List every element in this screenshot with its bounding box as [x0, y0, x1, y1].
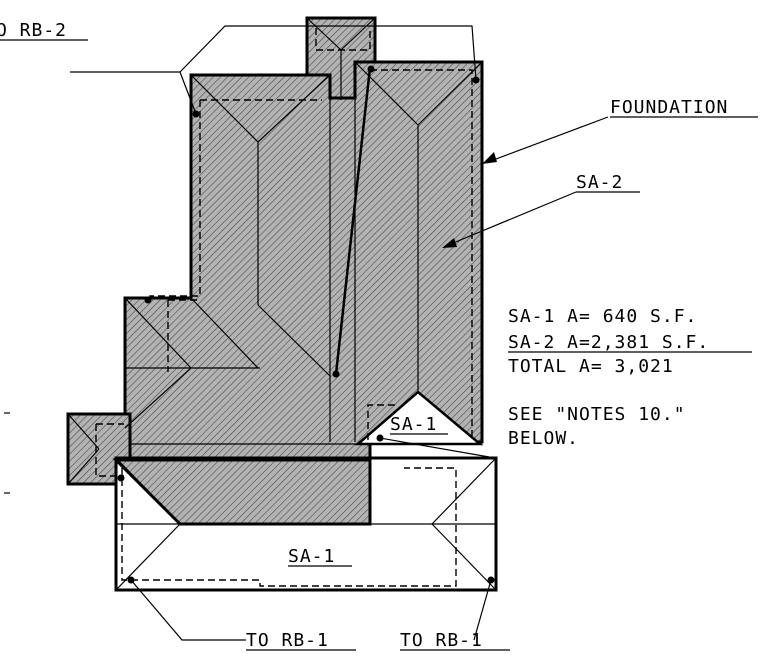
- area-line-total: TOTAL A= 3,021: [508, 356, 674, 377]
- sa2-label: SA-2: [576, 172, 623, 193]
- downspout-leader-line: [334, 67, 372, 375]
- foundation-arrowhead: [482, 152, 497, 164]
- area-line-sa1: SA-1 A= 640 S.F.: [508, 306, 697, 327]
- roof-ridge-lines: [67, 17, 497, 591]
- drain-outlet: [332, 370, 340, 378]
- to-rb2-label: O RB-2: [0, 20, 67, 41]
- area-line-sa2: SA-2 A=2,381 S.F.: [508, 332, 709, 353]
- drain-outlet: [117, 474, 125, 482]
- drain-outlet: [367, 65, 375, 73]
- arrowheads: [442, 152, 497, 248]
- callout-lines: [4, 25, 609, 641]
- area-summary: SA-1 A= 640 S.F. SA-2 A=2,381 S.F. TOTAL…: [508, 306, 752, 377]
- to-rb1-right-label: TO RB-1: [400, 630, 483, 651]
- notes-reference: SEE "NOTES 10." BELOW.: [508, 404, 686, 449]
- sa1-small-label: SA-1: [390, 414, 437, 435]
- notes-line-2: BELOW.: [508, 428, 579, 449]
- small-sa1-triangle: [354, 390, 484, 446]
- notes-line-1: SEE "NOTES 10.": [508, 404, 686, 425]
- drain-outlets: [117, 65, 495, 584]
- foundation-label: FOUNDATION: [610, 97, 728, 118]
- sa1-large-label: SA-1: [288, 546, 335, 567]
- sa2-arrowhead: [442, 238, 457, 248]
- drain-outlet: [144, 296, 152, 304]
- to-rb1-left-label: TO RB-1: [246, 630, 329, 651]
